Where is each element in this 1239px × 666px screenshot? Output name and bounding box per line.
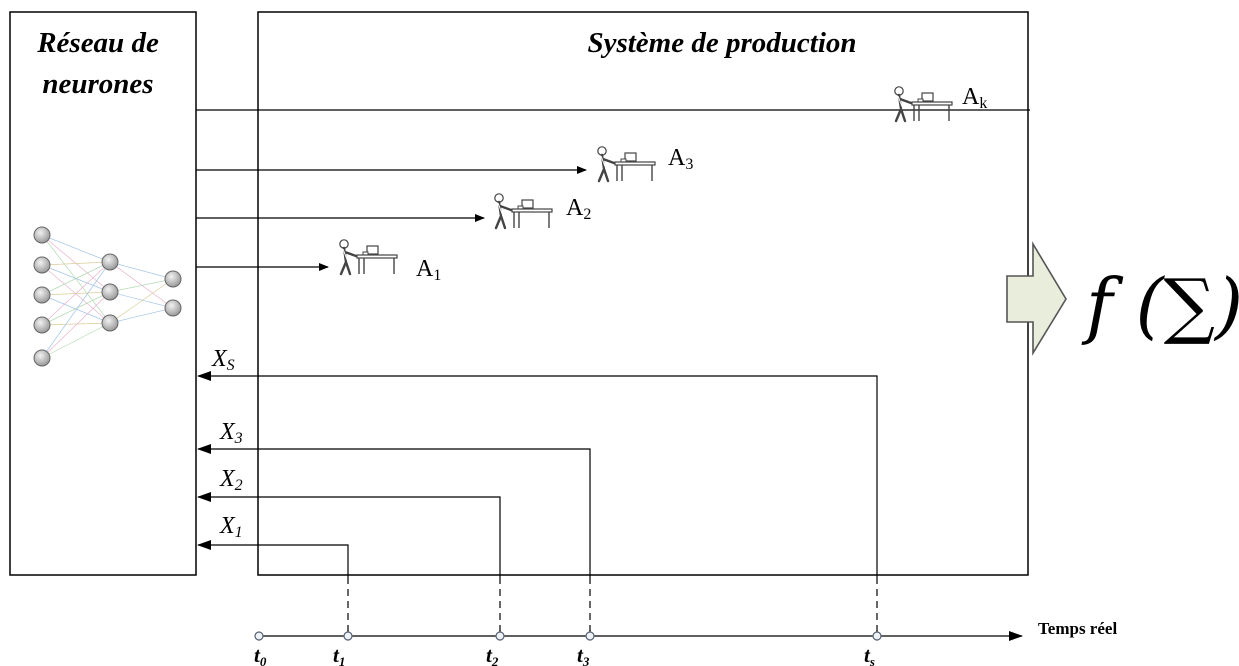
worker-icon-ak bbox=[893, 85, 954, 123]
action-label-a3: A3 bbox=[668, 145, 693, 173]
tick-label-t1: t1 bbox=[333, 643, 345, 666]
input-arrow-x1 bbox=[197, 540, 349, 636]
neural-box-title-line1: Réseau de bbox=[36, 27, 159, 59]
worker-icon-a2 bbox=[493, 192, 554, 230]
timeline-tick-t3 bbox=[585, 631, 595, 641]
action-label-ak: Ak bbox=[962, 84, 987, 112]
tick-label-t3: t3 bbox=[577, 643, 590, 666]
input-label-x1: X1 bbox=[219, 513, 243, 541]
tick-label-ts: ts bbox=[864, 643, 875, 666]
production-system-box bbox=[257, 11, 1029, 576]
neural-network-icon bbox=[33, 226, 182, 367]
input-label-x2: X2 bbox=[219, 466, 243, 494]
timeline-tick-t1 bbox=[343, 631, 353, 641]
input-arrow-xs bbox=[197, 371, 878, 636]
action-label-a1: A1 bbox=[416, 256, 441, 284]
input-label-xs: XS bbox=[211, 346, 235, 374]
timeline-tick-ts bbox=[872, 631, 882, 641]
block-arrow-right-icon bbox=[1006, 241, 1067, 356]
output-function: f (∑) bbox=[1081, 263, 1239, 347]
action-label-a2: A2 bbox=[566, 195, 591, 223]
input-label-x3: X3 bbox=[219, 419, 243, 447]
tick-label-t0: t0 bbox=[254, 643, 267, 666]
input-arrow-x3 bbox=[197, 444, 591, 636]
timeline-axis-label: Temps réel bbox=[1038, 619, 1117, 638]
neural-box-title-line2: neurones bbox=[42, 68, 153, 100]
production-box-title: Système de production bbox=[587, 27, 856, 59]
worker-icon-a1 bbox=[338, 238, 399, 276]
tick-label-t2: t2 bbox=[486, 643, 499, 666]
timeline-tick-t2 bbox=[495, 631, 505, 641]
neural-network-box bbox=[9, 11, 197, 576]
worker-icon-a3 bbox=[596, 145, 657, 183]
timeline-tick-t0 bbox=[254, 631, 264, 641]
